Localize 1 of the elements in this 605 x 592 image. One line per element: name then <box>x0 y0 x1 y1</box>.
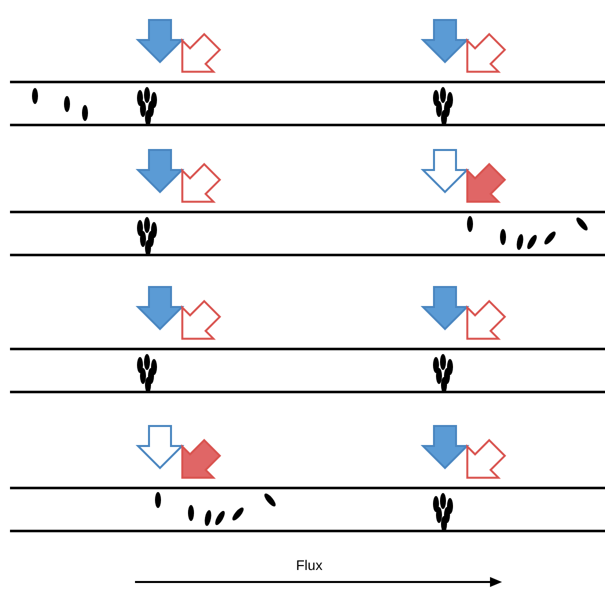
axis-label: Flux <box>296 557 322 573</box>
